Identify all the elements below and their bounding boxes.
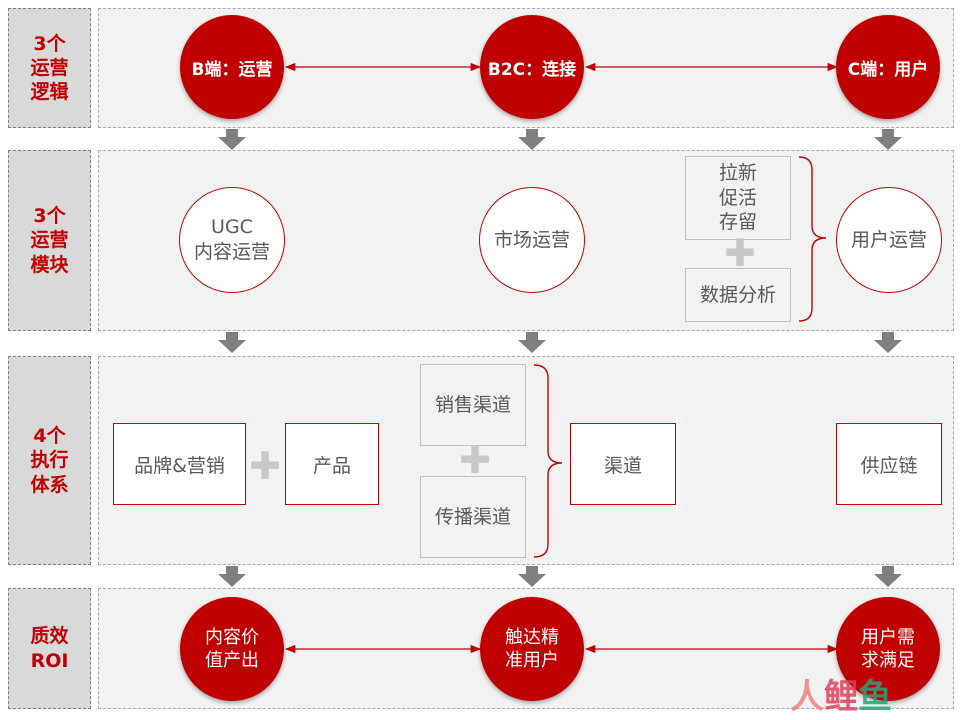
down-arrow-1 bbox=[218, 129, 246, 150]
box-data-analysis: 数据分析 bbox=[685, 268, 791, 322]
box-supply-chain: 供应链 bbox=[836, 423, 942, 505]
bracket-modules bbox=[798, 156, 827, 322]
box-channel: 渠道 bbox=[570, 423, 676, 505]
circle-user-needs: 用户需求满足 bbox=[836, 597, 940, 701]
box-brand-marketing: 品牌&营销 bbox=[113, 423, 246, 505]
circle-market-ops: 市场运营 bbox=[479, 187, 585, 293]
circle-user-ops: 用户运营 bbox=[836, 187, 942, 293]
row-label-logic: 3个运营逻辑 bbox=[8, 8, 91, 128]
circle-reach-users: 触达精准用户 bbox=[480, 597, 584, 701]
watermark-char-1: 人 bbox=[790, 676, 824, 717]
plus-icon-execution-2: ✚ bbox=[459, 438, 491, 482]
plus-icon-execution-1: ✚ bbox=[249, 444, 281, 488]
watermark-logo: 人 鲤 鱼 bbox=[790, 670, 950, 717]
bracket-execution bbox=[533, 364, 563, 558]
row-label-execution: 4个执行体系 bbox=[8, 356, 91, 565]
down-arrow-8 bbox=[518, 566, 546, 587]
box-growth: 拉新促活存留 bbox=[685, 156, 791, 240]
box-product: 产品 bbox=[285, 423, 379, 505]
down-arrow-2 bbox=[518, 129, 546, 150]
circle-b2c: B2C：连接 bbox=[480, 15, 584, 119]
down-arrow-9 bbox=[874, 566, 902, 587]
down-arrow-4 bbox=[218, 332, 246, 353]
row-label-modules: 3个运营模块 bbox=[8, 150, 91, 331]
circle-c-end: C端：用户 bbox=[836, 15, 940, 119]
watermark-char-2: 鲤 bbox=[824, 676, 858, 717]
box-sales-channel: 销售渠道 bbox=[420, 364, 526, 446]
circle-content-value: 内容价值产出 bbox=[180, 597, 284, 701]
plus-icon-modules: ✚ bbox=[724, 231, 756, 275]
down-arrow-5 bbox=[518, 332, 546, 353]
circle-b-end: B端：运营 bbox=[180, 15, 284, 119]
down-arrow-6 bbox=[874, 332, 902, 353]
watermark-char-3: 鱼 bbox=[858, 676, 892, 717]
box-spread-channel: 传播渠道 bbox=[420, 476, 526, 558]
down-arrow-3 bbox=[874, 129, 902, 150]
down-arrow-7 bbox=[218, 566, 246, 587]
